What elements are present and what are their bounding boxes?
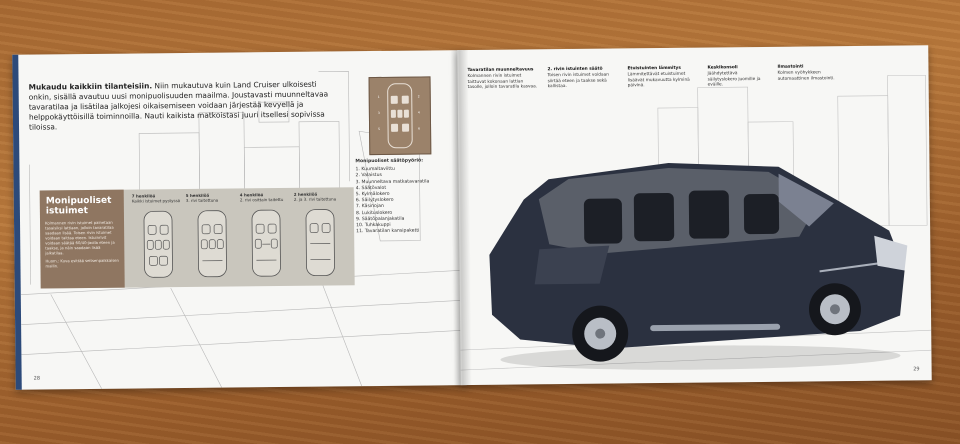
text-column-4: Keskikonsoli Jäähdytettävä säilytysloker… bbox=[707, 65, 767, 89]
interior-layout-diagram: 1 2 3 4 5 6 bbox=[368, 76, 432, 156]
seat-config-desc: 3. rivi taitettuna bbox=[185, 197, 219, 203]
car-topview-icon bbox=[251, 209, 281, 277]
column-text: Toisen rivin istuimet voidaan siirtää et… bbox=[547, 72, 610, 90]
seat-configuration-panel: Monipuoliset istuimet Kolmannen rivin is… bbox=[39, 187, 355, 289]
left-page: Mukaudu kaikkiin tilanteisiin. Niin muka… bbox=[12, 50, 467, 390]
car-topview-icon bbox=[197, 210, 227, 278]
feature-item: 11. Tavaratilan kansipaketti bbox=[356, 228, 420, 235]
seat-config-desc: 2. rivi osittain taitettu bbox=[239, 196, 284, 203]
svg-text:2: 2 bbox=[418, 95, 420, 99]
svg-text:6: 6 bbox=[418, 127, 420, 131]
svg-text:4: 4 bbox=[418, 111, 420, 115]
car-topview-icon bbox=[143, 210, 173, 278]
seat-config-desc: 2. ja 3. rivi taitettuna bbox=[293, 196, 337, 202]
column-text: Kolmannen rivin istuimet taittuvat kokon… bbox=[467, 73, 538, 91]
brochure-spine bbox=[450, 50, 472, 386]
seat-title: Monipuoliset istuimet bbox=[45, 195, 112, 217]
features-list: Monipuoliset säätöpyöriö: 1. Kuumaltavii… bbox=[355, 158, 461, 236]
column-text: Lämmitettävät etuistuimet lisäävät mukav… bbox=[627, 71, 690, 89]
seat-config-desc: Kaikki istuimet pystyssä bbox=[131, 198, 181, 204]
suv-cutaway-image bbox=[478, 140, 920, 375]
text-column-5: Ilmastointi Kolmen vyöhykkeen automaatti… bbox=[777, 64, 847, 82]
open-brochure: Mukaudu kaikkiin tilanteisiin. Niin muka… bbox=[12, 45, 932, 390]
intro-paragraph: Mukaudu kaikkiin tilanteisiin. Niin muka… bbox=[29, 79, 330, 132]
text-column-2: 2. rivin istuinten säätö Toisen rivin is… bbox=[547, 66, 617, 90]
right-page: Tavaratilan muunneltavuus Kolmannen rivi… bbox=[457, 45, 932, 386]
svg-text:3: 3 bbox=[378, 111, 380, 115]
svg-text:5: 5 bbox=[378, 127, 380, 131]
intro-heading: Mukaudu kaikkiin tilanteisiin. bbox=[28, 81, 153, 92]
features-title: Monipuoliset säätöpyöriö: bbox=[355, 158, 424, 165]
column-text: Kolmen vyöhykkeen automaattinen ilmastoi… bbox=[777, 70, 835, 82]
text-column-3: Etuistuinten lämmitys Lämmitettävät etui… bbox=[627, 66, 697, 90]
page-number-left: 28 bbox=[33, 375, 41, 382]
seat-info-box: Monipuoliset istuimet Kolmannen rivin is… bbox=[39, 189, 125, 289]
column-text: Jäähdytettävä säilytyslokero juomille ja… bbox=[707, 71, 761, 88]
page-number-right: 29 bbox=[913, 366, 920, 373]
text-column-1: Tavaratilan muunneltavuus Kolmannen rivi… bbox=[467, 67, 537, 91]
car-topview-icon bbox=[305, 209, 335, 277]
city-sketch-background bbox=[20, 70, 467, 390]
seat-body-text: Kolmannen rivin istuimet painetaan tasai… bbox=[45, 219, 115, 256]
seat-note: Huom.: Kuva esittää seitsenpaikkaisen ma… bbox=[45, 257, 119, 269]
svg-text:1: 1 bbox=[378, 95, 380, 99]
